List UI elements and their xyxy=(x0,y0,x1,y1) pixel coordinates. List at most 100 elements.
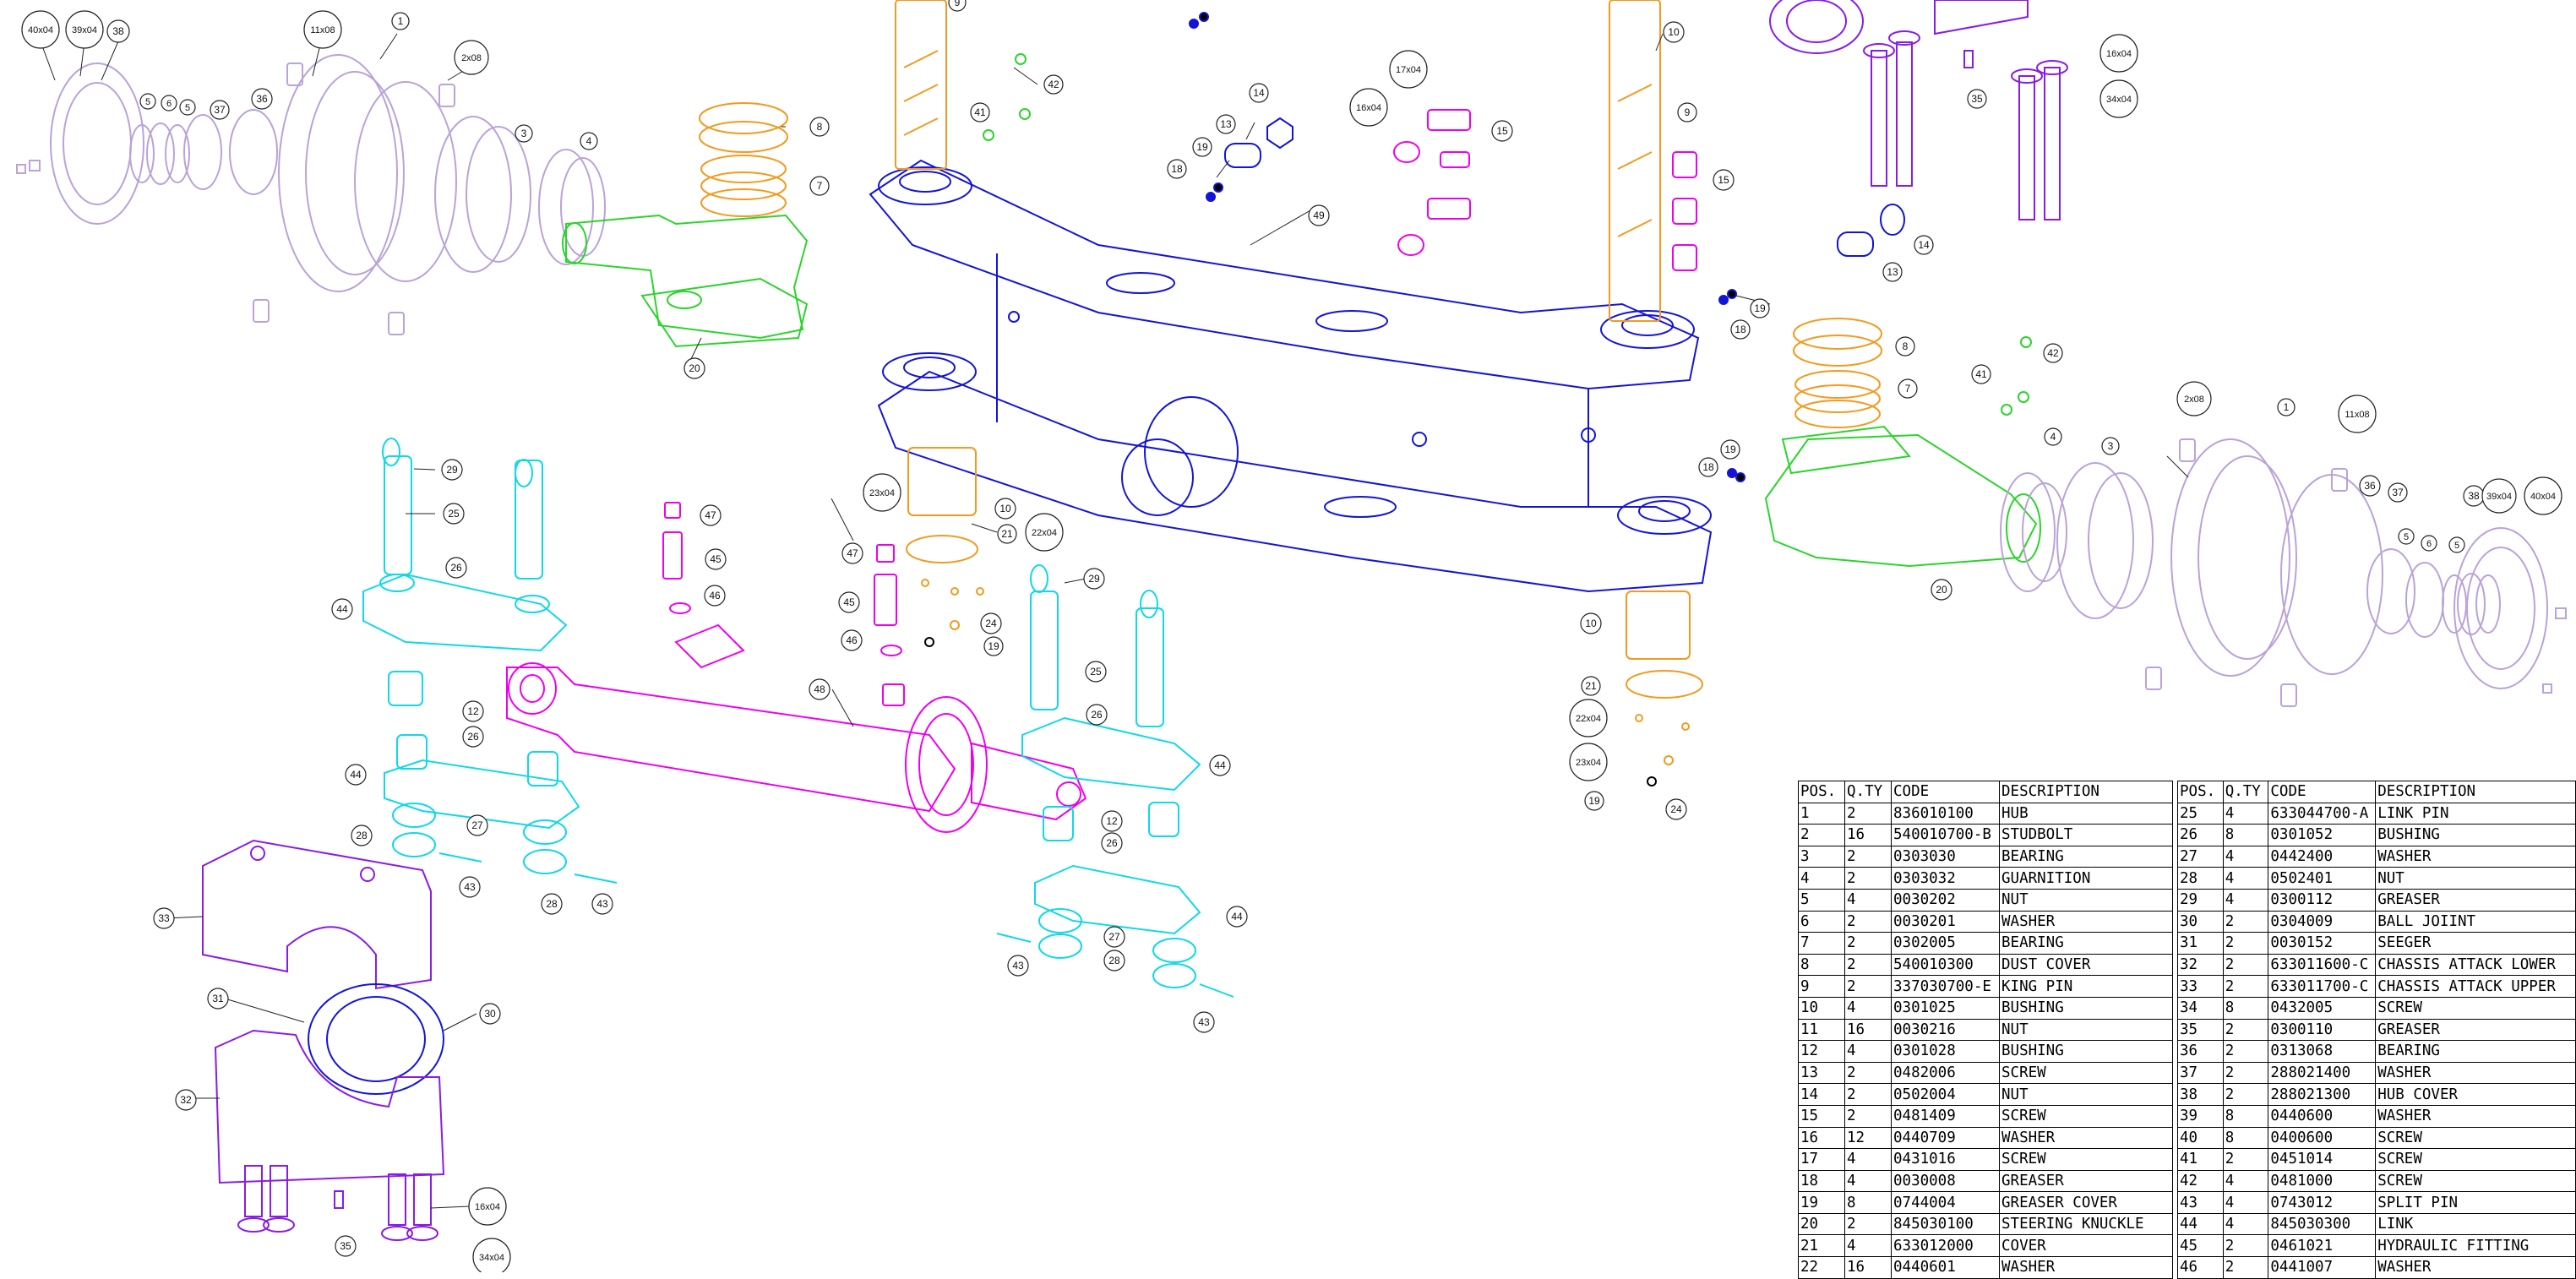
cell-pos: 32 xyxy=(2177,953,2224,977)
cell-qty: 12 xyxy=(1844,1126,1892,1150)
cell-description: CHASSIS ATTACK LOWER xyxy=(2375,953,2576,977)
callout-label: 1 xyxy=(398,15,404,27)
cell-qty: 16 xyxy=(1844,1018,1892,1042)
cell-qty: 2 xyxy=(2222,975,2269,998)
callout-label: 35 xyxy=(1971,93,1983,105)
green-screws xyxy=(983,53,2032,416)
cell-description: NUT xyxy=(1999,888,2173,912)
hub-right xyxy=(2170,438,2290,677)
callout-label: 40x04 xyxy=(2530,492,2556,502)
callout: 44 xyxy=(1226,906,1248,928)
cell-description: WASHER xyxy=(2375,845,2576,868)
cell-description: SCREW xyxy=(1999,1104,2173,1128)
cell-qty: 16 xyxy=(1844,824,1892,846)
callout: 19 xyxy=(1584,791,1604,811)
callout-label: 33 xyxy=(158,912,170,924)
cell-description: BEARING xyxy=(1999,845,2173,868)
cell-pos: 10 xyxy=(1798,996,1845,1020)
callout: 18 xyxy=(1730,319,1751,340)
callout: 10 xyxy=(1663,21,1685,43)
callout-label: 9 xyxy=(1685,106,1691,118)
callout-label: 10 xyxy=(999,503,1011,514)
cell-description: DUST COVER xyxy=(1999,953,2173,977)
callout-label: 31 xyxy=(212,993,224,1004)
cell-description: BEARING xyxy=(2375,1040,2576,1063)
callout: 27 xyxy=(1103,926,1125,948)
callout: 21 xyxy=(997,524,1017,544)
left-hub-assembly xyxy=(16,54,606,335)
callout: 9 xyxy=(948,0,967,12)
callout: 28 xyxy=(541,893,563,915)
cell-qty: 4 xyxy=(1844,1040,1892,1063)
callout: 14 xyxy=(1249,83,1269,103)
cell-pos: 29 xyxy=(2177,888,2224,912)
callout-label: 17x04 xyxy=(1396,65,1421,75)
bearing-stack-right xyxy=(1793,318,1882,428)
cell-qty: 16 xyxy=(1844,1256,1892,1279)
cell-qty: 4 xyxy=(2222,867,2269,890)
cell-code: 0300110 xyxy=(2268,1018,2377,1042)
cell-code: 0303030 xyxy=(1891,845,2000,868)
callout-label: 3 xyxy=(521,128,527,139)
cell-pos: 30 xyxy=(2177,910,2224,933)
cell-qty: 8 xyxy=(2222,1126,2269,1150)
cell-description: BUSHING xyxy=(1999,1040,2173,1063)
cell-description: NUT xyxy=(1999,1083,2173,1106)
callout-label: 18 xyxy=(1171,163,1183,175)
cell-pos: 22 xyxy=(1798,1256,1845,1279)
cell-code: 0030152 xyxy=(2268,932,2377,955)
cell-qty: 4 xyxy=(1844,1234,1892,1258)
callout: 47 xyxy=(700,504,722,526)
king-pin-right xyxy=(1609,0,1703,699)
cell-description: SPLIT PIN xyxy=(2375,1191,2576,1214)
callout-label: 44 xyxy=(350,769,362,781)
cell-pos: 46 xyxy=(2177,1256,2224,1279)
callout-label: 47 xyxy=(705,509,716,521)
callout-label: 46 xyxy=(709,590,721,601)
cell-code: 0440601 xyxy=(1891,1256,2000,1279)
callout: 19 xyxy=(1720,439,1740,460)
callout: 45 xyxy=(705,548,727,570)
cell-qty: 4 xyxy=(1844,888,1892,912)
top-right-small-parts xyxy=(1837,204,1905,257)
callout-label: 39x04 xyxy=(2486,492,2512,502)
callout: 39x04 xyxy=(2481,478,2517,514)
cell-description: SCREW xyxy=(2375,1169,2576,1193)
callout: 8 xyxy=(809,117,830,137)
cell-pos: 15 xyxy=(1798,1104,1845,1128)
right-hub-assembly xyxy=(2000,438,2567,707)
cell-qty: 2 xyxy=(2222,1148,2269,1171)
chassis-attack-assembly xyxy=(202,839,445,1241)
callout-label: 38 xyxy=(2468,490,2480,502)
callout: 43 xyxy=(591,893,613,915)
callout: 46 xyxy=(841,629,863,651)
callout: 5 xyxy=(179,99,196,116)
callout-label: 23x04 xyxy=(1576,758,1601,768)
callout-label: 28 xyxy=(356,830,368,841)
cover-parts-center xyxy=(921,579,1690,786)
cell-description: BUSHING xyxy=(1999,996,2173,1020)
callout: 44 xyxy=(1209,754,1231,776)
cell-qty: 2 xyxy=(1844,975,1892,998)
callout: 21 xyxy=(1581,676,1601,696)
cell-pos: 41 xyxy=(2177,1148,2224,1171)
cell-qty: 4 xyxy=(2222,1191,2269,1214)
callout-label: 39x04 xyxy=(72,25,97,35)
axle-beam xyxy=(869,159,1713,593)
callout-label: 24 xyxy=(1670,803,1682,815)
cell-code: 0502004 xyxy=(1891,1083,2000,1106)
callout: 7 xyxy=(809,176,830,196)
cell-qty: 4 xyxy=(2222,1212,2269,1236)
callout: 3 xyxy=(515,124,533,143)
callout: 19 xyxy=(1750,298,1770,318)
cell-code: 0451014 xyxy=(2268,1148,2377,1171)
callout-label: 4 xyxy=(586,135,592,147)
col-header-qty: Q.TY xyxy=(2222,781,2269,803)
